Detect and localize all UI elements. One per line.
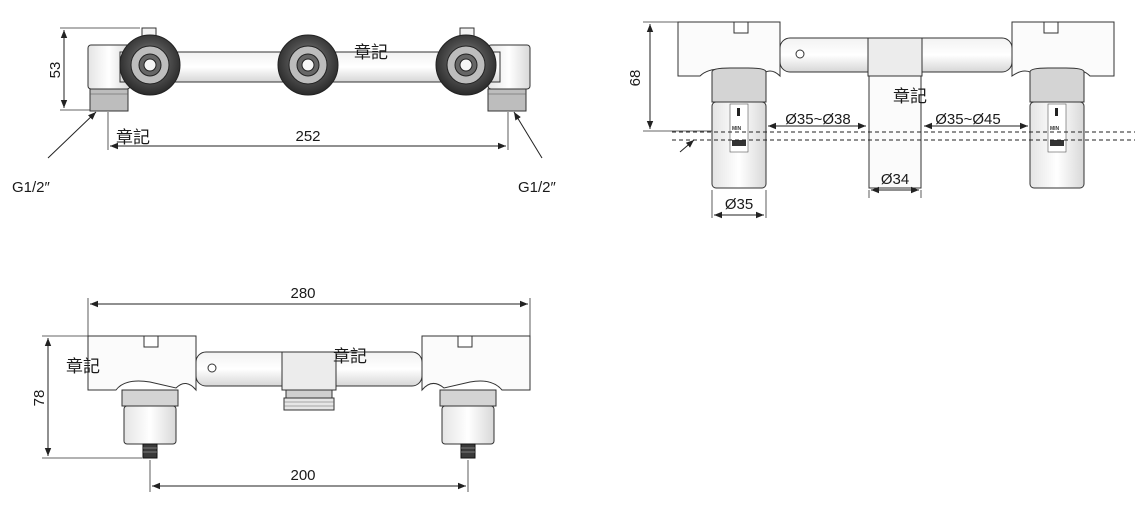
thread-label-right: G1/2″ xyxy=(518,179,557,196)
stamp-side: 章記 xyxy=(893,87,927,107)
front-nut-left xyxy=(119,34,181,96)
front-height-label: 53 xyxy=(47,62,64,79)
scale-max-right: MAX xyxy=(1050,141,1062,147)
top-center-outlet xyxy=(283,397,335,411)
thread-label-left: G1/2″ xyxy=(12,179,51,196)
front-width-label: 252 xyxy=(295,128,320,145)
side-dia-center: Ø34 xyxy=(881,171,909,188)
front-nut-right xyxy=(435,34,497,96)
top-cartridge-left xyxy=(123,405,177,445)
top-housing-right xyxy=(421,335,531,392)
top-center-distance-label: 200 xyxy=(290,467,315,484)
side-dia-bottom: Ø35 xyxy=(725,196,753,213)
stamp-top-center: 章記 xyxy=(333,347,367,367)
top-height-label: 78 xyxy=(31,390,48,407)
front-view xyxy=(47,27,543,159)
side-dia-left-range: Ø35~Ø38 xyxy=(785,111,850,128)
side-view xyxy=(643,21,1135,219)
top-stem-left xyxy=(142,443,158,459)
top-stem-right xyxy=(460,443,476,459)
stamp-front-bottom: 章記 xyxy=(116,128,150,148)
front-nut-center xyxy=(277,34,339,96)
scale-min-right: MIN xyxy=(1050,126,1060,132)
scale-max-left: MAX xyxy=(732,141,744,147)
front-foot-right xyxy=(487,88,527,112)
scale-min-left: MIN xyxy=(732,126,742,132)
top-width-label: 280 xyxy=(290,285,315,302)
side-dia-right-range: Ø35~Ø45 xyxy=(935,111,1000,128)
top-view xyxy=(42,298,531,492)
front-foot-left xyxy=(89,88,129,112)
top-cartridge-right xyxy=(441,405,495,445)
stamp-front-top: 章記 xyxy=(354,43,388,63)
stamp-top-left: 章記 xyxy=(66,357,100,377)
side-height-label: 68 xyxy=(627,70,644,87)
top-housing-left xyxy=(87,335,197,392)
